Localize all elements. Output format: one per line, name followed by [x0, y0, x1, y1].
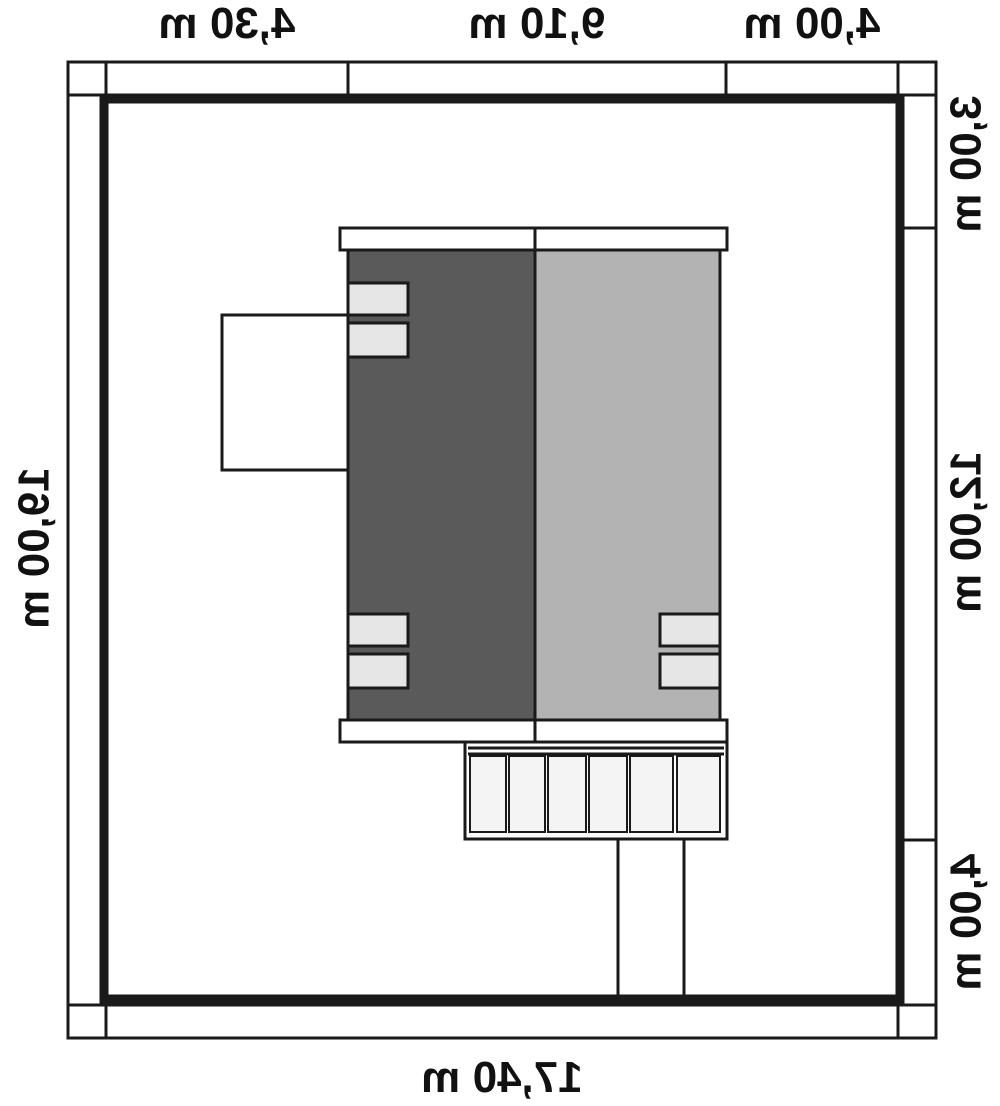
house-roof [346, 246, 722, 722]
roof-slope-dark [346, 246, 537, 722]
roof-window [346, 652, 410, 690]
roof-window [346, 612, 410, 648]
dim-right-1: 3,00 m [942, 96, 991, 233]
dim-top-2: 9,10 m [469, 0, 606, 48]
roof-window [346, 321, 410, 359]
roof-window [658, 652, 722, 690]
eave-bars [338, 226, 729, 744]
top-dimension-labels: 4,30 m 9,10 m 4,00 m [159, 0, 881, 48]
driveway [616, 840, 686, 996]
roof-window [346, 281, 410, 317]
terrace-panel [676, 755, 721, 833]
right-dimension-labels: 3,00 m 12,00 m 4,00 m [942, 96, 991, 991]
dim-left: 19,00 m [10, 467, 59, 628]
terrace-panel [508, 755, 546, 833]
terrace [463, 740, 729, 841]
dim-right-3: 4,00 m [942, 854, 991, 991]
dim-bottom: 17,40 m [421, 1053, 582, 1102]
side-extension [220, 313, 348, 472]
roof-slope-light [533, 246, 722, 722]
roof-windows [346, 281, 722, 690]
dim-right-2: 12,00 m [942, 451, 991, 612]
terrace-panel [588, 755, 628, 833]
dim-top-3: 4,00 m [744, 0, 881, 48]
terrace-panel [547, 755, 587, 833]
terrace-panel [469, 755, 507, 833]
terrace-panel [629, 755, 674, 833]
roof-window [658, 612, 722, 648]
outer-frame-rect [66, 60, 938, 1040]
dim-top-1: 4,30 m [159, 0, 296, 48]
plot-boundary [99, 94, 905, 1004]
